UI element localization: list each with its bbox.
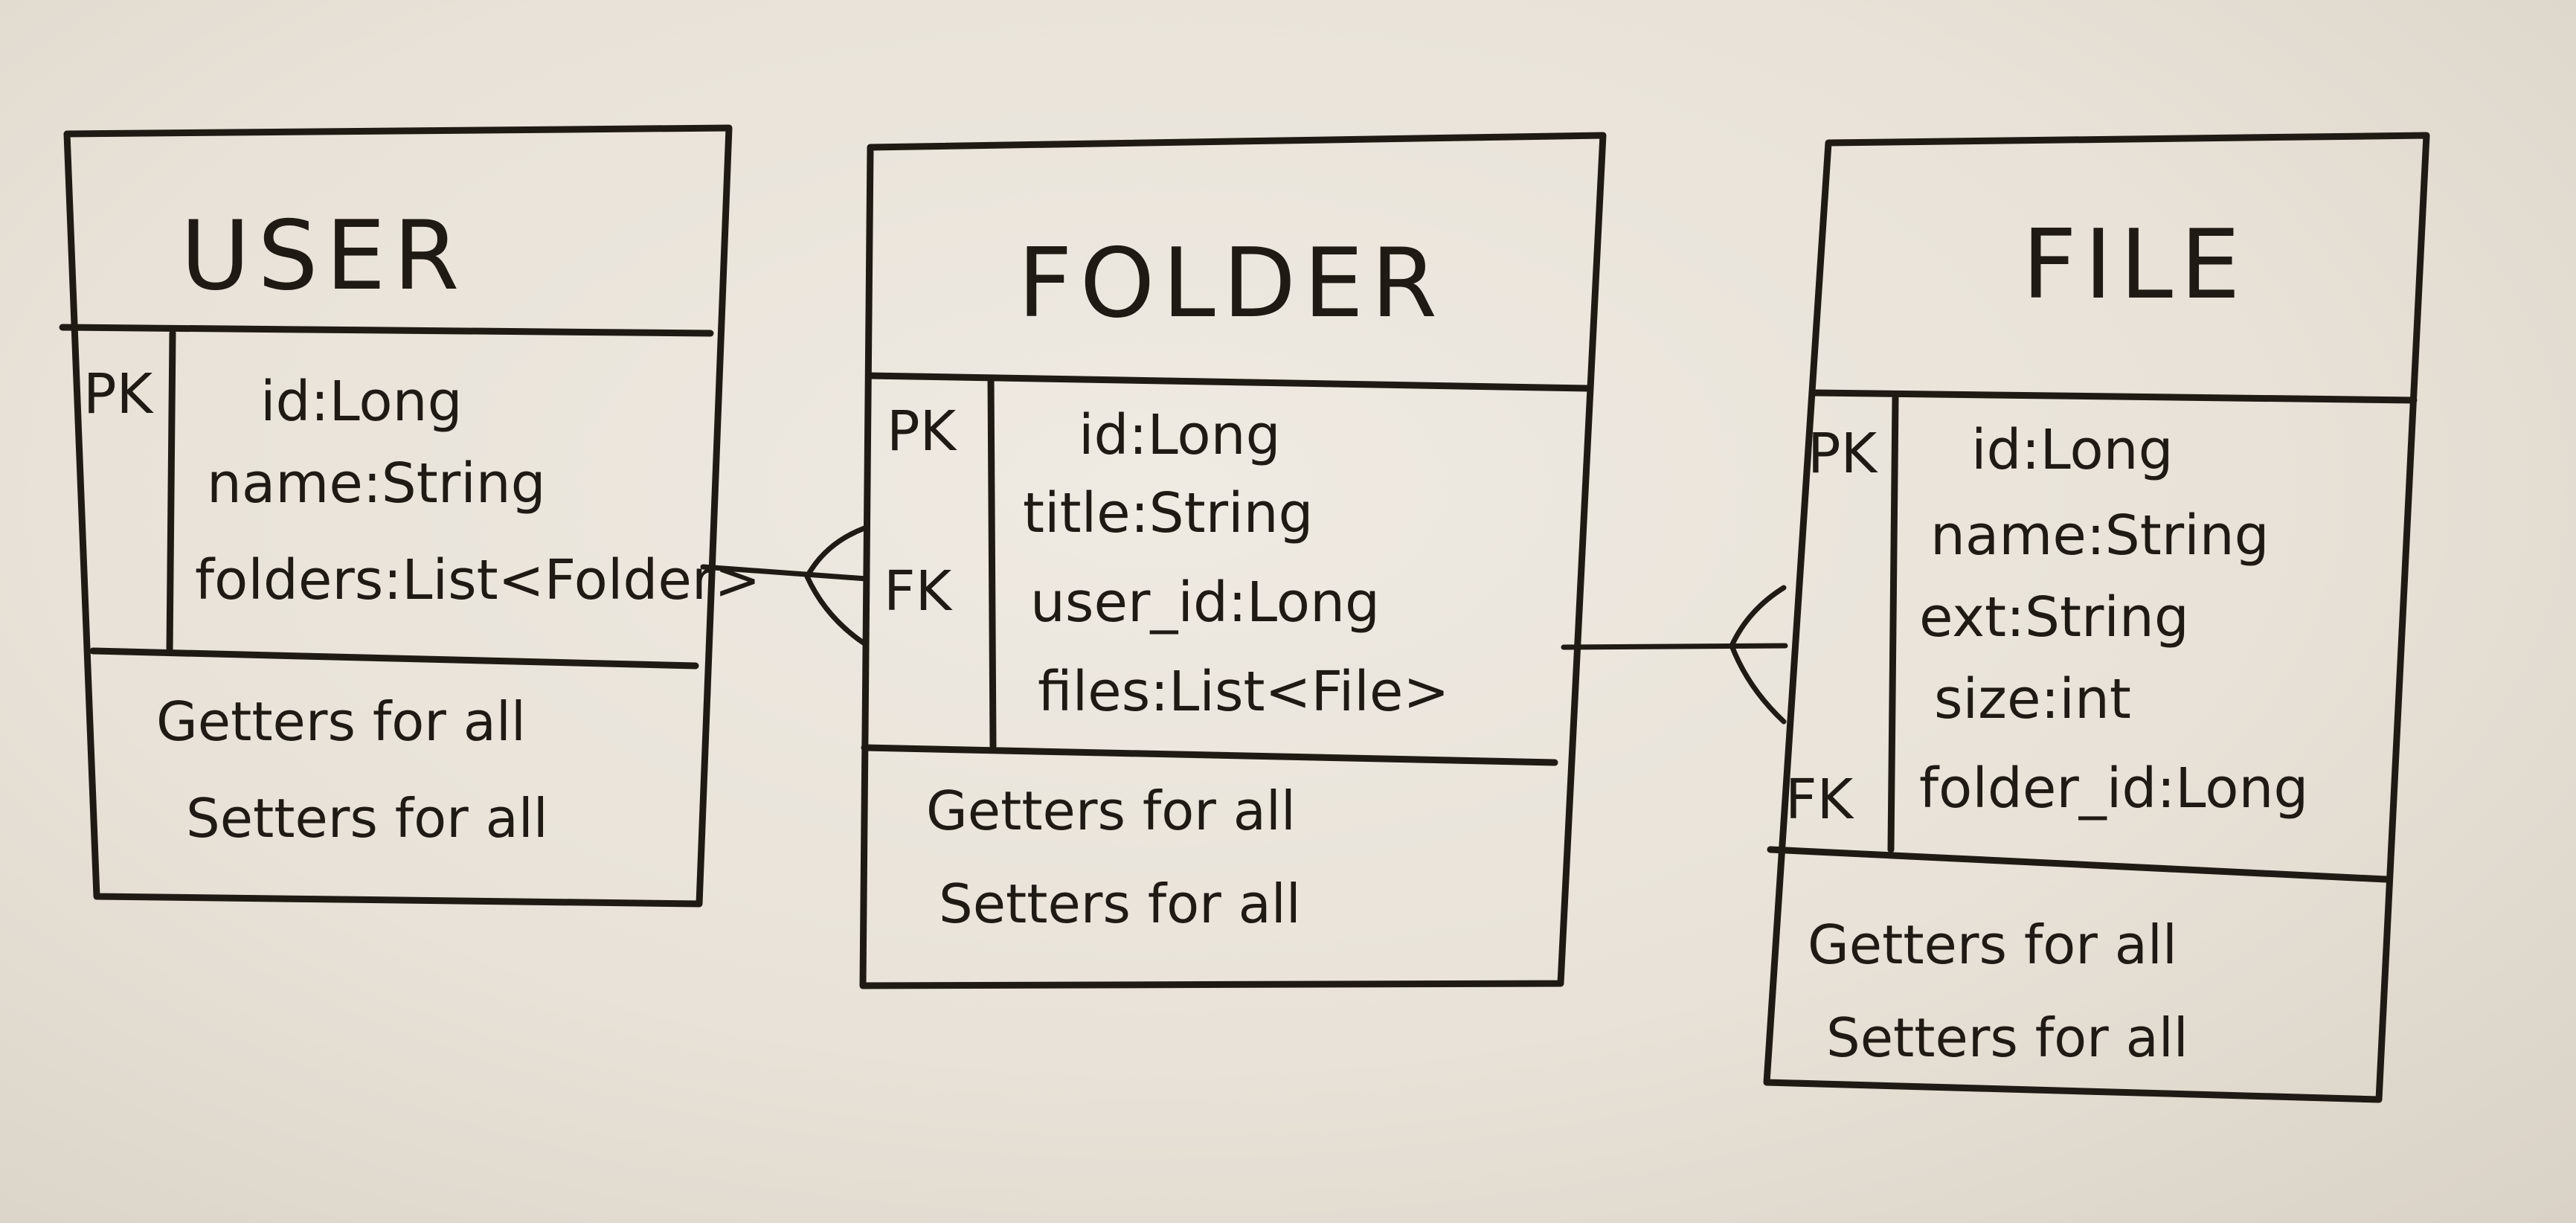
file-key-column-divider [1887,394,1899,853]
relationship-folder-file [1561,585,1788,725]
file-field-size: size:int [1934,667,2131,731]
file-field-folder-id: folder_id:Long [1919,757,2308,821]
file-attributes-divider [1767,846,2390,883]
folder-method-setters: Setters for all [939,873,1301,935]
file-field-id: id:Long [1971,418,2174,482]
user-method-setters: Setters for all [186,787,548,850]
file-method-getters: Getters for all [1808,914,2177,976]
folder-fk-label: FK [884,559,954,623]
file-title-divider [1810,389,2418,404]
file-method-setters: Setters for all [1826,1007,2188,1069]
file-field-ext: ext:String [1919,585,2189,649]
file-field-name: name:String [1930,504,2270,568]
user-field-folders: folders:List<Folder> [195,548,760,612]
user-folder-connector-line [700,564,870,582]
relationship-user-folder [700,525,870,646]
user-box-outline [63,124,733,908]
folder-field-id: id:Long [1079,403,1281,467]
folder-field-user-id: user_id:Long [1030,571,1380,635]
entity-folder: FOLDER PK FK id:Long title:String user_i… [859,132,1607,989]
user-pk-label: PK [83,362,155,426]
folder-title: FOLDER [1018,228,1445,339]
folder-title-divider [865,372,1592,392]
entity-user: USER PK id:Long name:String folders:List… [59,124,760,908]
user-folder-crowsfoot-icon [804,525,867,646]
file-pk-label: PK [1808,422,1879,486]
folder-pk-label: PK [887,399,958,463]
folder-file-connector-line [1561,643,1788,650]
user-attributes-divider [89,647,699,670]
file-title: FILE [2022,210,2248,321]
folder-box-outline [859,132,1607,989]
folder-key-column-divider [987,374,997,750]
folder-method-getters: Getters for all [926,780,1296,842]
user-key-column-divider [166,330,176,655]
folder-attributes-divider [861,744,1558,766]
file-box-outline [1763,132,2430,1103]
folder-field-files: files:List<File> [1038,660,1449,724]
user-title-divider [59,324,714,337]
file-fk-label: FK [1785,768,1855,832]
user-field-name: name:String [207,452,546,516]
user-method-getters: Getters for all [156,690,526,753]
entity-file: FILE PK FK id:Long name:String ext:Strin… [1763,132,2430,1103]
user-title: USER [181,201,467,312]
folder-field-title: title:String [1023,481,1313,545]
user-field-id: id:Long [260,370,463,434]
folder-file-crowsfoot-icon [1729,585,1787,725]
